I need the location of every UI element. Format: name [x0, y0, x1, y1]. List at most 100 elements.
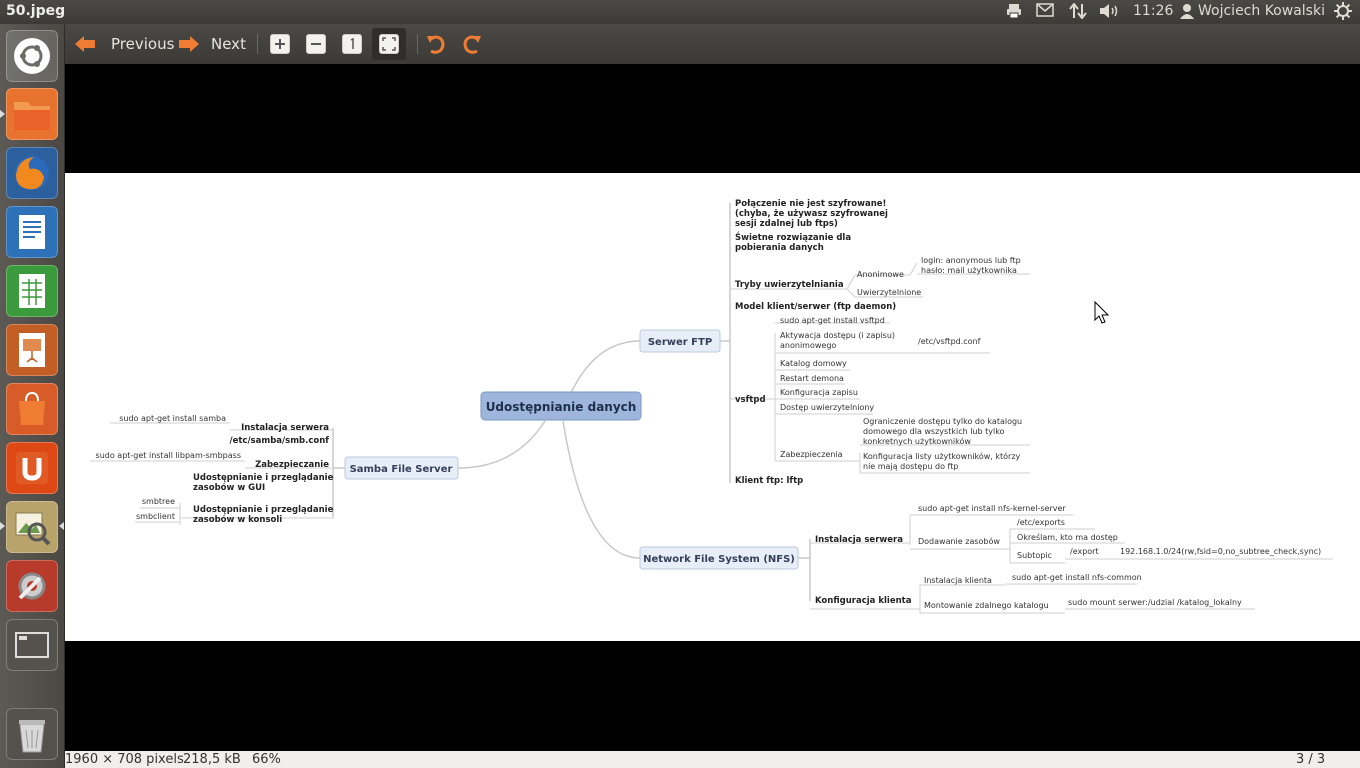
ftp-security: Zabezpieczenia — [780, 450, 843, 459]
nfs-details: sudo apt-get install nfs-kernel-server D… — [918, 504, 1321, 610]
samba-install-cmd: sudo apt-get install samba — [119, 414, 226, 423]
network-icon[interactable] — [1069, 2, 1087, 23]
ftp-note1-line1: Połączenie nie jest szyfrowane! — [735, 199, 886, 209]
image-dimensions: 1960 × 708 pixels — [65, 752, 184, 767]
zoom-out-icon — [306, 34, 326, 54]
launcher — [0, 24, 65, 768]
shopping-bag-icon — [19, 391, 45, 425]
samba-console-2: zasobów w konsoli — [193, 514, 282, 525]
image-canvas[interactable]: Udostępnianie danych Serwer FTP Połączen… — [65, 64, 1360, 751]
status-bar: 1960 × 708 pixels 218,5 kB 66% 3 / 3 — [65, 751, 1360, 768]
ubuntu-logo-icon — [14, 38, 50, 74]
nfs-subtopic: Subtopic — [1017, 551, 1052, 560]
system-settings-button[interactable] — [6, 560, 58, 612]
ubuntu-one-icon — [16, 452, 48, 484]
folder-icon — [14, 102, 50, 130]
ftp-model: Model klient/serwer (ftp daemon) — [735, 302, 896, 312]
samba-conf: /etc/samba/smb.conf — [229, 436, 329, 446]
samba-smbclient: smbclient — [136, 512, 175, 521]
rotate-left-button[interactable] — [425, 28, 447, 60]
ftp-anon: Anonimowe — [857, 270, 904, 279]
ftp-authed: Uwierzytelnione — [857, 288, 921, 297]
ftp-note2-line1: Świetne rozwiązanie dla — [735, 231, 851, 243]
samba-console-1: Udostępnianie i przeglądanie — [193, 505, 334, 515]
nfs-topics: Instalacja serwera Konfiguracja klienta — [815, 535, 912, 606]
nfs-add-resources: Dodawanie zasobów — [918, 536, 1000, 546]
previous-button[interactable]: Previous — [73, 28, 174, 60]
nfs-label: Network File System (NFS) — [643, 554, 795, 565]
rotate-left-icon — [427, 35, 445, 54]
zoom-in-icon — [270, 34, 290, 54]
samba-share-topics: Udostępnianie i przeglądanie zasobów w G… — [193, 473, 334, 525]
trash-icon — [19, 720, 45, 753]
samba-security-cmd: sudo apt-get install libpam-smbpass — [96, 451, 241, 460]
software-center-button[interactable] — [6, 383, 58, 435]
clock[interactable]: 11:26 — [1133, 3, 1174, 19]
ftp-activate-2: anonimowego — [780, 341, 836, 350]
zoom-out-button[interactable] — [306, 28, 326, 60]
ftp-sec1-3: konkretnych użytkowników — [863, 436, 971, 446]
running-indicator — [0, 110, 5, 118]
files-button[interactable] — [6, 88, 58, 140]
settings-icon — [18, 572, 46, 600]
rotate-right-button[interactable] — [461, 28, 483, 60]
top-panel: 50.jpeg 11:26 Wojciech Kowalski — [0, 0, 1360, 24]
nfs-who: Określam, kto ma dostęp — [1017, 532, 1118, 542]
samba-topics: Instalacja serwera /etc/samba/smb.conf Z… — [229, 423, 329, 470]
ftp-sec2-1: Konfiguracja listy użytkowników, którzy — [863, 451, 1021, 461]
image-viewer-button[interactable] — [6, 501, 58, 553]
mindmap-connectors — [332, 203, 811, 601]
mail-icon[interactable] — [1036, 3, 1054, 21]
session-gear-icon[interactable] — [1334, 2, 1352, 24]
ftp-homedir: Katalog domowy — [780, 359, 847, 368]
writer-button[interactable] — [6, 206, 58, 258]
ftp-note2-line2: pobierania danych — [735, 243, 824, 253]
printer-icon[interactable] — [1006, 3, 1022, 23]
samba-security: Zabezpieczanie — [255, 460, 329, 470]
nfs-mount-cmd: sudo mount serwer:/udzial /katalog_lokal… — [1068, 598, 1242, 607]
nfs-export-rule: 192.168.1.0/24(rw,fsid=0,no_subtree_chec… — [1120, 547, 1321, 556]
ubuntu-one-button[interactable] — [6, 442, 58, 494]
dash-button[interactable] — [6, 30, 58, 82]
ftp-restart: Restart demona — [780, 374, 844, 383]
nfs-server-install: Instalacja serwera — [815, 535, 903, 545]
zoom-in-button[interactable] — [270, 28, 290, 60]
samba-install: Instalacja serwera — [241, 423, 329, 433]
samba-gui-1: Udostępnianie i przeglądanie — [193, 473, 334, 483]
best-fit-button[interactable] — [372, 28, 406, 60]
nfs-exports: /etc/exports — [1017, 518, 1065, 527]
trash-button[interactable] — [6, 708, 58, 760]
nfs-client-install: Instalacja klienta — [924, 576, 992, 585]
workspace-switcher-button[interactable] — [6, 619, 58, 671]
normal-size-icon — [342, 34, 362, 54]
ftp-install: sudo apt-get install vsftpd — [780, 316, 885, 325]
nfs-mount: Montowanie zdalnego katalogu — [924, 601, 1049, 610]
ftp-sec1-2: domowego dla wszystkich lub tylko — [863, 427, 1005, 436]
arrow-right-icon — [179, 36, 199, 52]
mindmap-central-node: Udostępnianie danych — [480, 391, 642, 421]
next-button[interactable]: Next — [177, 28, 246, 60]
zoom-level: 66% — [252, 752, 281, 767]
workspace-switcher-icon — [15, 632, 49, 658]
ftp-anon-login: login: anonymous lub ftp — [921, 256, 1021, 265]
normal-size-button[interactable] — [342, 28, 362, 60]
calc-button[interactable] — [6, 265, 58, 317]
volume-icon[interactable] — [1099, 3, 1121, 23]
ftp-client: Klient ftp: lftp — [735, 476, 803, 486]
ftp-notes: Połączenie nie jest szyfrowane! (chyba, … — [735, 199, 896, 486]
central-label: Udostępnianie danych — [486, 400, 637, 414]
ftp-sec1-1: Ograniczenie dostępu tylko do katalogu — [863, 417, 1022, 426]
ftp-node: Serwer FTP — [639, 329, 721, 353]
mindmap-underlines — [90, 262, 1333, 614]
samba-commands: sudo apt-get install samba sudo apt-get … — [96, 414, 241, 521]
libreoffice-writer-icon — [19, 215, 45, 249]
user-name[interactable]: Wojciech Kowalski — [1198, 3, 1325, 19]
nfs-server-cmd: sudo apt-get install nfs-kernel-server — [918, 504, 1066, 513]
ftp-vsftpd: vsftpd — [735, 395, 766, 405]
nfs-node: Network File System (NFS) — [639, 546, 799, 570]
impress-button[interactable] — [6, 324, 58, 376]
ftp-details: Anonimowe login: anonymous lub ftp hasło… — [780, 256, 1022, 471]
ftp-note1-line2: (chyba, że używasz szyfrowanej — [735, 209, 888, 219]
firefox-button[interactable] — [6, 147, 58, 199]
ftp-sec2-2: nie mają dostępu do ftp — [863, 462, 958, 471]
